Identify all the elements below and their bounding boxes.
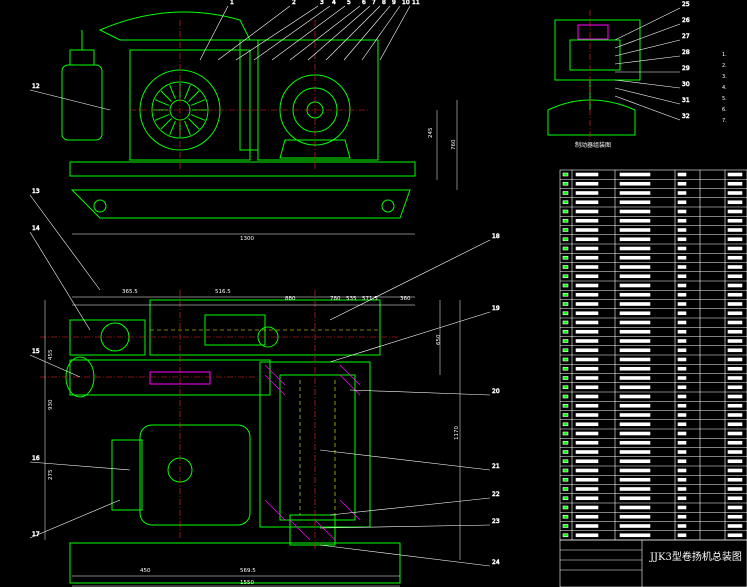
dim-top-0: 365.5 — [122, 289, 138, 295]
brake-cylinder — [61, 64, 103, 141]
balloon-22: 22 — [492, 491, 500, 498]
note-7: 7. — [722, 118, 727, 124]
gearbox — [257, 39, 379, 161]
balloon-8: 8 — [382, 0, 386, 6]
balloon-24: 24 — [492, 559, 500, 566]
balloon-25: 25 — [682, 1, 690, 8]
dim-height: 760 — [451, 139, 457, 150]
motor-housing — [129, 49, 251, 161]
balloon-26: 26 — [682, 17, 690, 24]
base-frame — [69, 161, 416, 177]
dim-left-0: 455 — [48, 349, 54, 360]
brake-detail-view — [547, 19, 641, 136]
dim-right-1: 1170 — [454, 426, 460, 440]
elevation-view — [61, 11, 416, 219]
base-plan — [69, 542, 401, 584]
balloon-1: 1 — [230, 0, 234, 6]
balloon-27: 27 — [682, 33, 690, 40]
balloon-28: 28 — [682, 49, 690, 56]
technical-notes: 1. 2. 3. 4. 5. 6. 7. — [722, 50, 727, 127]
balloon-29: 29 — [682, 65, 690, 72]
bom-table — [559, 169, 747, 587]
balloon-21: 21 — [492, 463, 500, 470]
dim-sub-height: 245 — [428, 127, 434, 138]
balloon-7: 7 — [372, 0, 376, 6]
note-2: 2. — [722, 63, 727, 69]
note-6: 6. — [722, 107, 727, 113]
balloon-17: 17 — [32, 531, 40, 538]
balloon-23: 23 — [492, 518, 500, 525]
dim-top-1: 516.5 — [215, 289, 231, 295]
dim-right-0: 650 — [436, 334, 442, 345]
balloon-15: 15 — [32, 348, 40, 355]
dim-overall-length: 1300 — [240, 236, 254, 242]
title-block-frame — [559, 539, 747, 587]
balloon-32: 32 — [682, 113, 690, 120]
dim-top-3: 780 — [330, 296, 341, 302]
note-1: 1. — [722, 52, 727, 58]
balloon-11: 11 — [412, 0, 420, 6]
motor-plan — [69, 319, 146, 356]
balloon-4: 4 — [332, 0, 336, 6]
note-4: 4. — [722, 85, 727, 91]
balloon-5: 5 — [347, 0, 351, 6]
dim-top-6: 360 — [400, 296, 411, 302]
note-5: 5. — [722, 96, 727, 102]
plan-view — [65, 299, 401, 584]
balloon-9: 9 — [392, 0, 396, 6]
base-hole-right — [381, 199, 395, 213]
base-hole-left — [93, 199, 107, 213]
dim-bottom-1: 569.5 — [240, 568, 256, 574]
motor-body-plan — [139, 424, 251, 526]
section-hatch — [264, 364, 361, 541]
brake-arm — [98, 11, 251, 41]
dim-bottom-2: 1550 — [240, 580, 254, 586]
dim-top-5: 571.5 — [362, 296, 378, 302]
dim-bottom-0: 450 — [140, 568, 151, 574]
balloon-16: 16 — [32, 455, 40, 462]
balloon-30: 30 — [682, 81, 690, 88]
balloon-10: 10 — [402, 0, 410, 6]
balloon-13: 13 — [32, 188, 40, 195]
balloon-18: 18 — [492, 233, 500, 240]
dim-top-2: 880 — [285, 296, 296, 302]
balloon-19: 19 — [492, 305, 500, 312]
dim-top-4: 535 — [346, 296, 357, 302]
balloon-6: 6 — [362, 0, 366, 6]
balloon-2: 2 — [292, 0, 296, 6]
dim-left-1: 930 — [48, 399, 54, 410]
balloon-3: 3 — [320, 0, 324, 6]
balloon-20: 20 — [492, 388, 500, 395]
dim-left-2: 275 — [48, 469, 54, 480]
balloon-12: 12 — [32, 83, 40, 90]
base-skid — [70, 189, 411, 219]
brake-plan — [69, 359, 271, 396]
note-3: 3. — [722, 74, 727, 80]
balloon-14: 14 — [32, 225, 40, 232]
balloon-31: 31 — [682, 97, 690, 104]
title-block-title: JJK3型卷扬机总装图 — [650, 552, 742, 563]
detail-caption: 制动器组装图 — [575, 142, 612, 149]
